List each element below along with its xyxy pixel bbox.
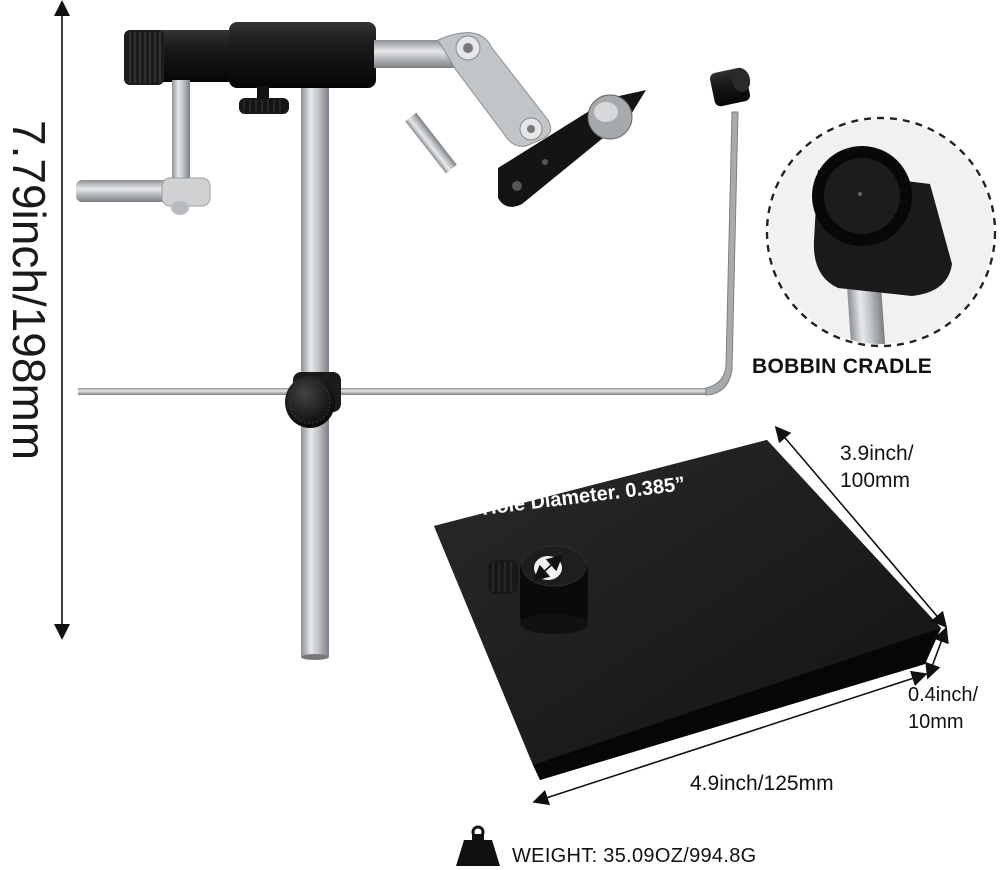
vise-jaws — [405, 90, 646, 207]
weight-icon — [456, 825, 500, 866]
base-depth-label-line1: 3.9inch/ — [840, 442, 914, 465]
base-thickness-label: 0.4inch/ 10mm — [908, 682, 978, 736]
base-depth-label-line2: 100mm — [840, 469, 911, 492]
rotary-handle — [76, 80, 211, 215]
stem-socket — [488, 545, 588, 634]
weight-label: WEIGHT: 35.09OZ/994.8G — [512, 845, 757, 867]
bobbin-cradle-label: BOBBIN CRADLE — [752, 355, 933, 378]
jaw-arm — [374, 32, 552, 147]
base-depth-label: 3.9inch/ 100mm — [840, 440, 914, 494]
vise-head — [124, 22, 376, 114]
base-thickness-label-line1: 0.4inch/ — [908, 684, 979, 706]
base-width-dimension-line — [532, 670, 928, 806]
base-thickness-label-line2: 10mm — [908, 711, 964, 733]
bobbin-cradle-detail — [765, 116, 997, 348]
base-width-label: 4.9inch/125mm — [690, 772, 834, 795]
material-rod — [78, 67, 751, 396]
base-depth-dimension-line — [774, 425, 948, 629]
height-dimension-label: 7.79inch/198mm — [3, 120, 55, 461]
rod-clamp-knob — [285, 372, 341, 428]
base-thickness-dimension-line — [925, 626, 949, 680]
